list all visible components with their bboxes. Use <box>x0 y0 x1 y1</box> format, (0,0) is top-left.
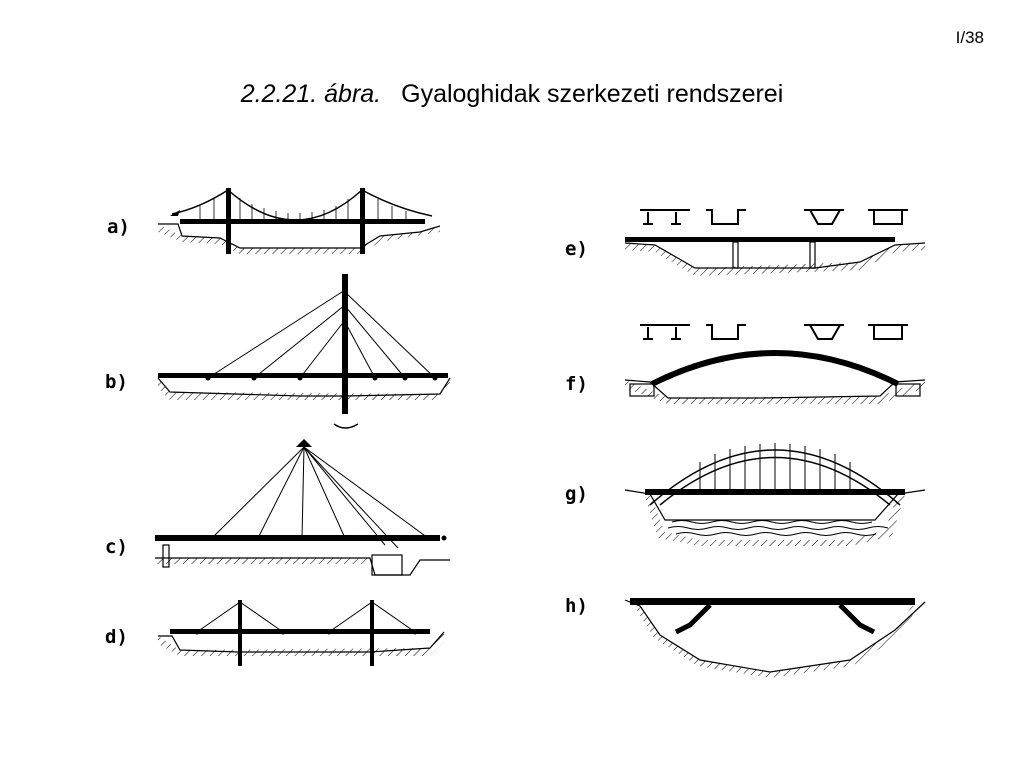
figure-id: 2.2.21. ábra. <box>240 80 382 108</box>
panel-e-girder-bridge: e) <box>565 209 926 276</box>
panel-d-double-pylon-bridge: d) <box>105 600 445 666</box>
figure-title: 2.2.21. ábra. Gyaloghidak szerkezeti rend… <box>0 80 1024 109</box>
panel-g-label: g) <box>565 483 588 505</box>
figure-caption: Gyaloghidak szerkezeti rendszerei <box>401 80 784 108</box>
panel-a-suspension-bridge: a) <box>107 188 441 254</box>
panel-f-arch-bridge: f) <box>565 324 926 404</box>
panel-d-label: d) <box>105 626 128 648</box>
panel-g-tied-arch-bridge: g) <box>565 443 926 546</box>
panel-c-fan-cable-stayed-bridge: c) <box>105 439 450 576</box>
panel-h-label: h) <box>565 595 588 617</box>
panel-e-label: e) <box>565 238 588 260</box>
panel-b-label: b) <box>105 371 128 393</box>
panel-c-label: c) <box>105 536 128 558</box>
panel-h-strutted-frame-bridge: h) <box>565 595 926 678</box>
panel-a-label: a) <box>107 216 130 238</box>
bridge-systems-diagram: a) b) <box>105 188 926 678</box>
panel-b-cable-stayed-bridge: b) <box>105 274 451 429</box>
page-number: I/38 <box>955 28 984 47</box>
panel-f-label: f) <box>565 373 588 395</box>
